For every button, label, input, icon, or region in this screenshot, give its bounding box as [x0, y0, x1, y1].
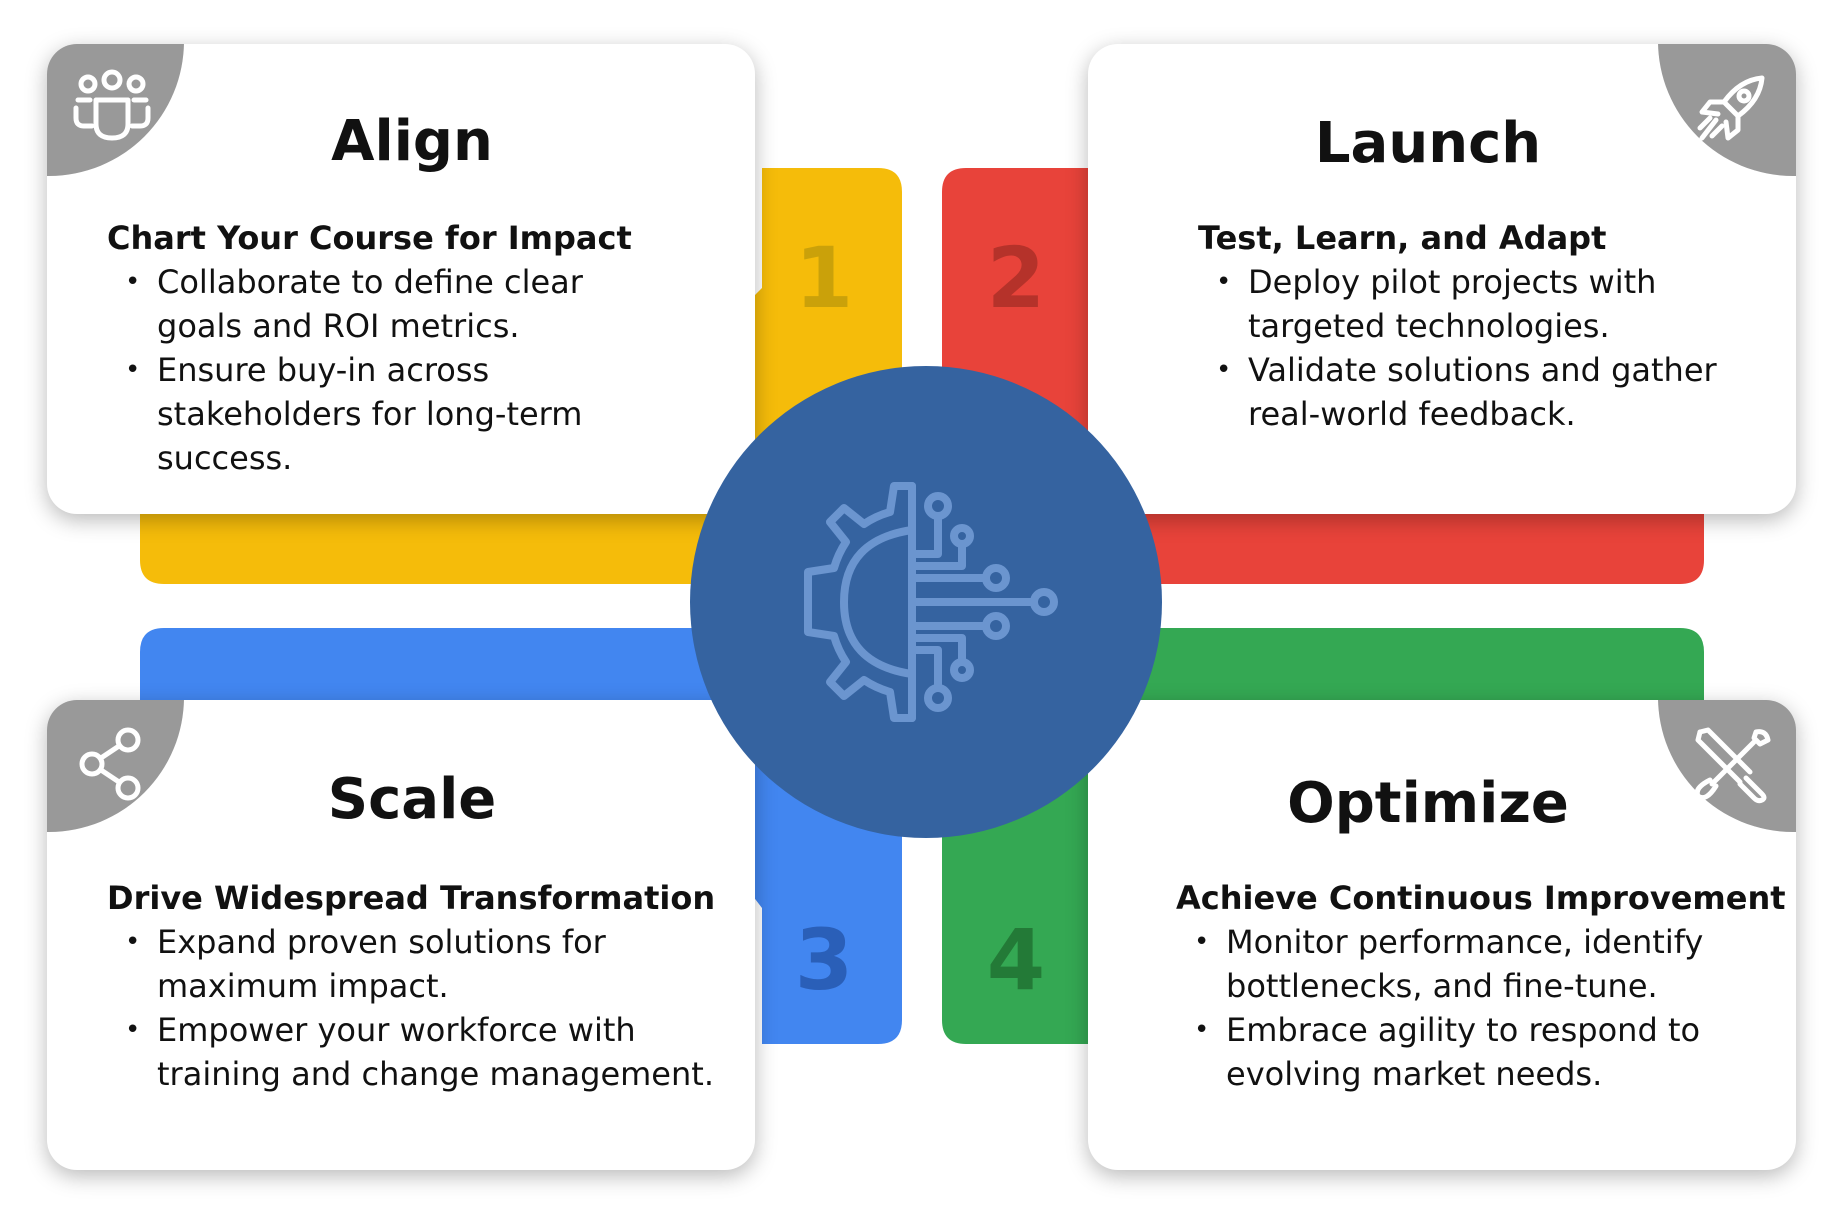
- bullet-list: Collaborate to define clear goals and RO…: [107, 260, 727, 480]
- tools-wrench-screwdriver-icon: [1694, 727, 1771, 804]
- bullet-item: Monitor performance, identify bottleneck…: [1176, 920, 1726, 1008]
- card-body: Drive Widespread Transformation Expand p…: [107, 876, 727, 1096]
- center-hub: [690, 366, 1162, 838]
- bullet-item: Validate solutions and gather real-world…: [1198, 348, 1748, 436]
- card-launch: Launch Test, Learn, and Adapt Deploy pil…: [1088, 44, 1796, 514]
- bullet-list: Monitor performance, identify bottleneck…: [1176, 920, 1786, 1096]
- card-title: Align: [331, 109, 493, 174]
- card-subtitle: Test, Learn, and Adapt: [1198, 219, 1607, 257]
- bullet-item: Empower your workforce with training and…: [107, 1008, 737, 1096]
- card-body: Chart Your Course for Impact Collaborate…: [107, 216, 727, 480]
- bullet-list: Deploy pilot projects with targeted tech…: [1198, 260, 1778, 436]
- bullet-item: Expand proven solutions for maximum impa…: [107, 920, 617, 1008]
- step-2-number: 2: [986, 229, 1046, 327]
- step-4-number: 4: [986, 911, 1046, 1009]
- ai-gear-circuit-icon: [804, 482, 1058, 722]
- card-subtitle: Drive Widespread Transformation: [107, 879, 716, 917]
- bullet-item: Ensure buy-in across stakeholders for lo…: [107, 348, 597, 480]
- bullet-item: Collaborate to define clear goals and RO…: [107, 260, 597, 348]
- card-scale: Scale Drive Widespread Transformation Ex…: [47, 700, 755, 1170]
- card-body: Test, Learn, and Adapt Deploy pilot proj…: [1198, 216, 1778, 436]
- card-body: Achieve Continuous Improvement Monitor p…: [1176, 876, 1786, 1096]
- team-people-icon: [73, 69, 151, 141]
- share-nodes-icon: [79, 727, 141, 801]
- card-align: Align Chart Your Course for Impact Colla…: [47, 44, 755, 514]
- bullet-list: Expand proven solutions for maximum impa…: [107, 920, 727, 1096]
- card-title: Launch: [1314, 111, 1542, 176]
- card-title: Scale: [327, 767, 497, 832]
- step-1-number: 1: [794, 229, 854, 327]
- bullet-item: Embrace agility to respond to evolving m…: [1176, 1008, 1726, 1096]
- rocket-icon: [1697, 75, 1765, 141]
- card-title: Optimize: [1287, 771, 1569, 836]
- card-optimize: Optimize Achieve Continuous Improvement …: [1088, 700, 1796, 1170]
- card-subtitle: Chart Your Course for Impact: [107, 219, 632, 257]
- card-subtitle: Achieve Continuous Improvement: [1176, 879, 1786, 917]
- step-3-number: 3: [794, 911, 854, 1009]
- bullet-item: Deploy pilot projects with targeted tech…: [1198, 260, 1678, 348]
